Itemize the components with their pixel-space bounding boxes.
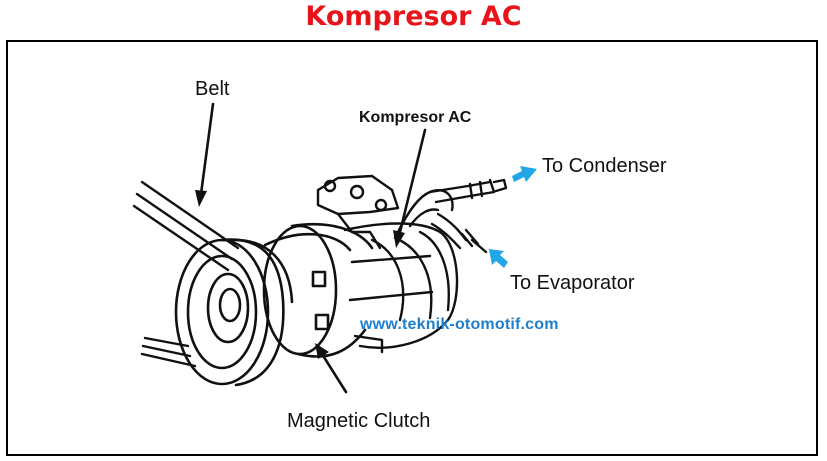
kompresor-label: Kompresor AC <box>359 109 472 126</box>
flow-arrow-condenser <box>512 166 537 182</box>
hose-drawing <box>428 178 508 254</box>
pointer-arrows <box>199 102 427 394</box>
pulley-drawing <box>174 238 294 387</box>
pointer-arrowheads <box>195 190 405 359</box>
evaporator-label: To Evaporator <box>510 272 635 294</box>
flow-arrow-evaporator <box>489 249 508 268</box>
belt-label: Belt <box>195 78 230 100</box>
condenser-label: To Condenser <box>542 155 667 177</box>
page-title: Kompresor AC <box>305 1 522 32</box>
magnetic-clutch-label: Magnetic Clutch <box>287 410 431 432</box>
watermark: www.teknik-otomotif.com <box>360 316 559 333</box>
compressor-drawing <box>316 174 459 354</box>
